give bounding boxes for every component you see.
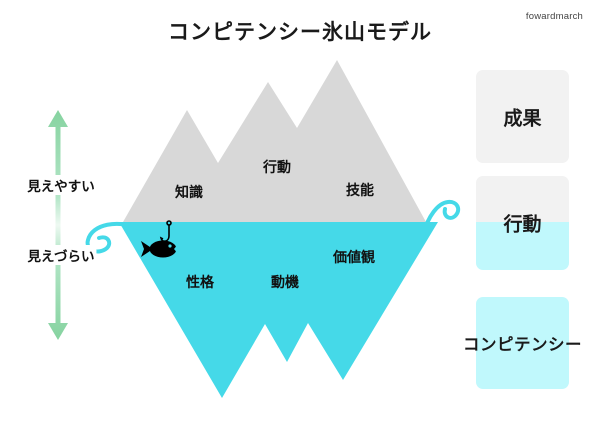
iceberg-below-water-shape xyxy=(119,222,438,398)
axis-label-hard-to-see: 見えづらい xyxy=(25,245,97,265)
legend-box-behavior: 行動 xyxy=(476,176,569,270)
iceberg-label-skill: 技能 xyxy=(346,182,374,198)
iceberg-label-knowledge: 知識 xyxy=(175,184,203,200)
iceberg-label-values: 価値観 xyxy=(333,249,375,265)
legend-label-behavior: 行動 xyxy=(503,214,542,236)
legend-box-competency: コンピテンシー xyxy=(463,297,582,389)
legend-label-result: 成果 xyxy=(503,108,542,129)
page-title: コンピテンシー氷山モデル xyxy=(168,21,432,44)
iceberg-label-motivation: 動機 xyxy=(271,274,299,290)
legend-box-result: 成果 xyxy=(476,70,569,163)
iceberg-above-water-shape xyxy=(123,60,426,222)
wave-curl-right-icon xyxy=(421,199,461,237)
watermark-text: fowardmarch xyxy=(525,11,583,22)
legend-label-competency: コンピテンシー xyxy=(463,336,582,354)
iceberg-label-personality: 性格 xyxy=(186,274,214,290)
fish-icon xyxy=(141,240,179,258)
visibility-axis-arrow-icon xyxy=(48,110,68,340)
axis-label-easy-to-see: 見えやすい xyxy=(25,175,97,195)
iceberg-label-behavior: 行動 xyxy=(263,159,291,175)
